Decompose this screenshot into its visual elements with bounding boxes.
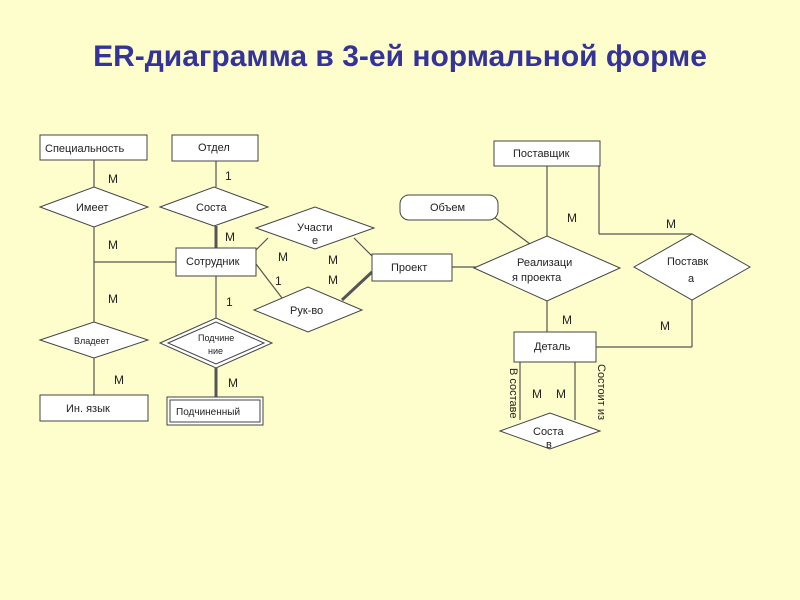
relationship-label-line2: е: [312, 235, 318, 247]
cardinality-label: 1: [226, 295, 233, 309]
entity-proekt: Проект: [371, 253, 453, 282]
relationship-label-line2: в: [546, 439, 552, 451]
entity-postavshchik: Поставщик: [493, 140, 601, 167]
attribute-label: Объем: [430, 202, 465, 214]
cardinality-label: M: [278, 250, 288, 264]
cardinality-label: M: [228, 376, 238, 390]
entity-label: Проект: [391, 262, 427, 274]
entity-in-yazyk: Ин. язык: [39, 394, 149, 422]
cardinality-labels: M M M M 1 M 1 M M 1 M M M M M M M M: [108, 169, 676, 401]
cardinality-label: M: [532, 387, 542, 401]
cardinality-label: M: [562, 313, 572, 327]
cardinality-label: M: [328, 253, 338, 267]
entity-sotrudnik: Сотрудник: [175, 247, 257, 277]
relationship-sosta: Соста: [158, 186, 270, 227]
cardinality-label: M: [108, 292, 118, 306]
cardinality-label: M: [567, 211, 577, 225]
entity-label: Поставщик: [513, 148, 570, 160]
relationship-label: Имеет: [76, 202, 108, 214]
relationship-label: Рук-во: [290, 305, 323, 317]
cardinality-label: M: [225, 230, 235, 244]
entity-label: Ин. язык: [66, 403, 110, 415]
entity-otdel: Отдел: [171, 134, 259, 162]
connector-lines: [93, 160, 693, 420]
entity-label: Деталь: [534, 341, 571, 353]
relationship-label-line1: Соста: [533, 426, 564, 438]
cardinality-label: M: [556, 387, 566, 401]
relationship-label-line1: Поставк: [667, 256, 708, 268]
relationship-label-line2: я проекта: [512, 272, 562, 284]
relationship-postavka: Поставк а: [632, 233, 752, 301]
attribute-obem: Объем: [399, 194, 499, 221]
cardinality-label: 1: [225, 169, 232, 183]
relationship-imeet: Имеет: [38, 186, 150, 228]
cardinality-label: M: [114, 373, 124, 387]
edge-label-sostoit-iz: Состоит из: [595, 364, 607, 420]
relationship-vladeet: Владеет: [38, 321, 150, 359]
cardinality-label: 1: [275, 274, 282, 288]
cardinality-label: M: [328, 273, 338, 287]
relationship-label-line2: ние: [208, 346, 223, 356]
cardinality-label: M: [108, 172, 118, 186]
relationship-podchinenie: Подчине ние: [158, 317, 274, 369]
entity-label: Специальность: [45, 143, 124, 155]
cardinality-label: M: [660, 319, 670, 333]
relationship-ruk-vo: Рук-во: [252, 286, 364, 333]
cardinality-label: M: [108, 238, 118, 252]
entity-label: Сотрудник: [186, 256, 240, 268]
entity-specialnost: Специальность: [39, 134, 148, 161]
edge-label-v-sostave: В составе: [507, 368, 519, 419]
entity-label: Подчиненный: [176, 407, 240, 418]
relationship-realizatsiya: Реализаци я проекта: [472, 235, 622, 302]
relationship-label-line1: Участи: [297, 222, 333, 234]
relationship-label: Владеет: [74, 336, 109, 346]
relationship-sostav: Соста в: [498, 412, 602, 451]
relationship-label-line1: Реализаци: [517, 257, 572, 269]
cardinality-label: M: [666, 217, 676, 231]
entity-label: Отдел: [198, 142, 230, 154]
relationship-label-line1: Подчине: [198, 333, 234, 343]
page-title: ER-диаграмма в 3-ей нормальной форме: [93, 40, 707, 73]
relationship-label: Соста: [196, 202, 227, 214]
relationship-uchastie: Участи е: [254, 206, 376, 250]
entity-podchinenny: Подчиненный: [166, 396, 264, 426]
relationship-label-line2: а: [688, 273, 695, 285]
entity-detal: Деталь: [513, 331, 597, 363]
